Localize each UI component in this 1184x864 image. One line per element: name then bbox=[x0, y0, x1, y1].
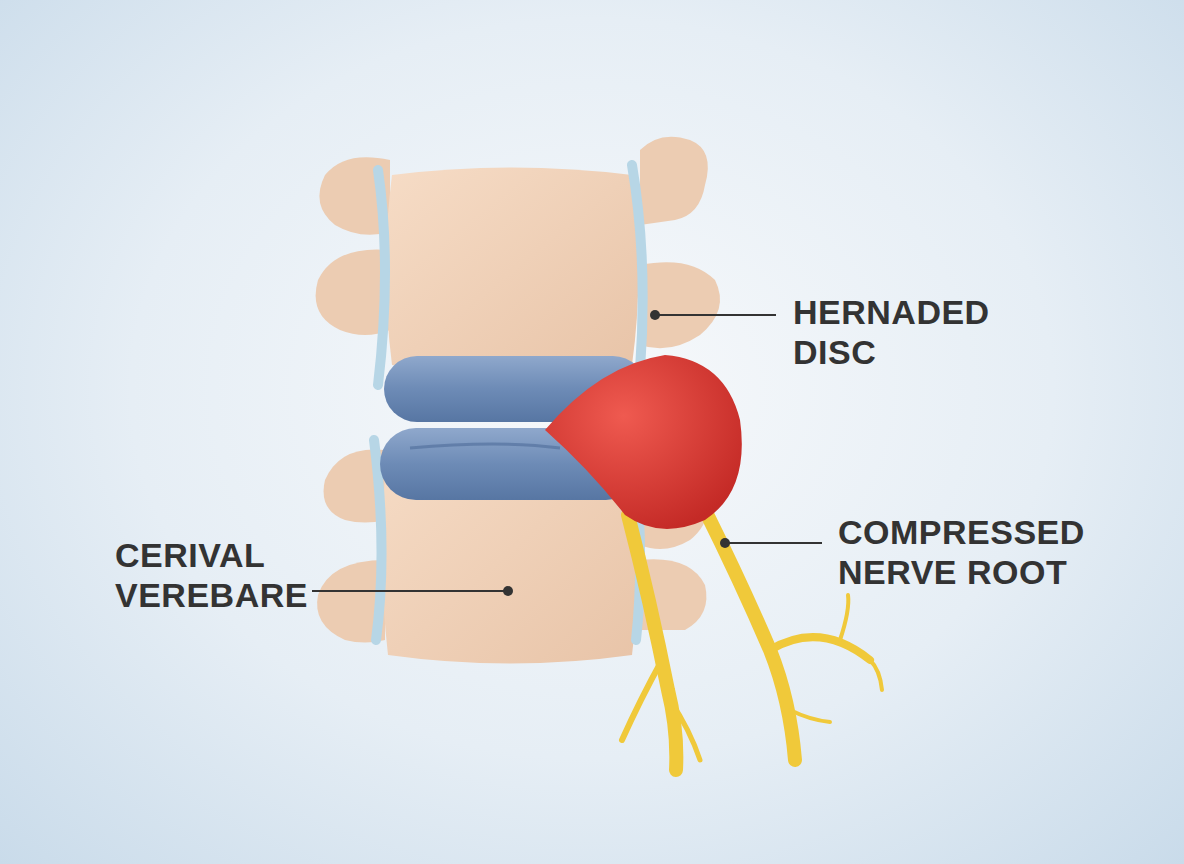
vertebra-body bbox=[386, 168, 639, 373]
part-label: COMPRESSED NERVE ROOT bbox=[838, 512, 1148, 592]
herniation bbox=[545, 355, 742, 529]
part-label: CERIVAL VEREBARE bbox=[115, 535, 345, 615]
leader-dot bbox=[503, 310, 730, 596]
leader-line bbox=[312, 315, 822, 591]
part-label: HERNADED DISC bbox=[793, 292, 1033, 372]
